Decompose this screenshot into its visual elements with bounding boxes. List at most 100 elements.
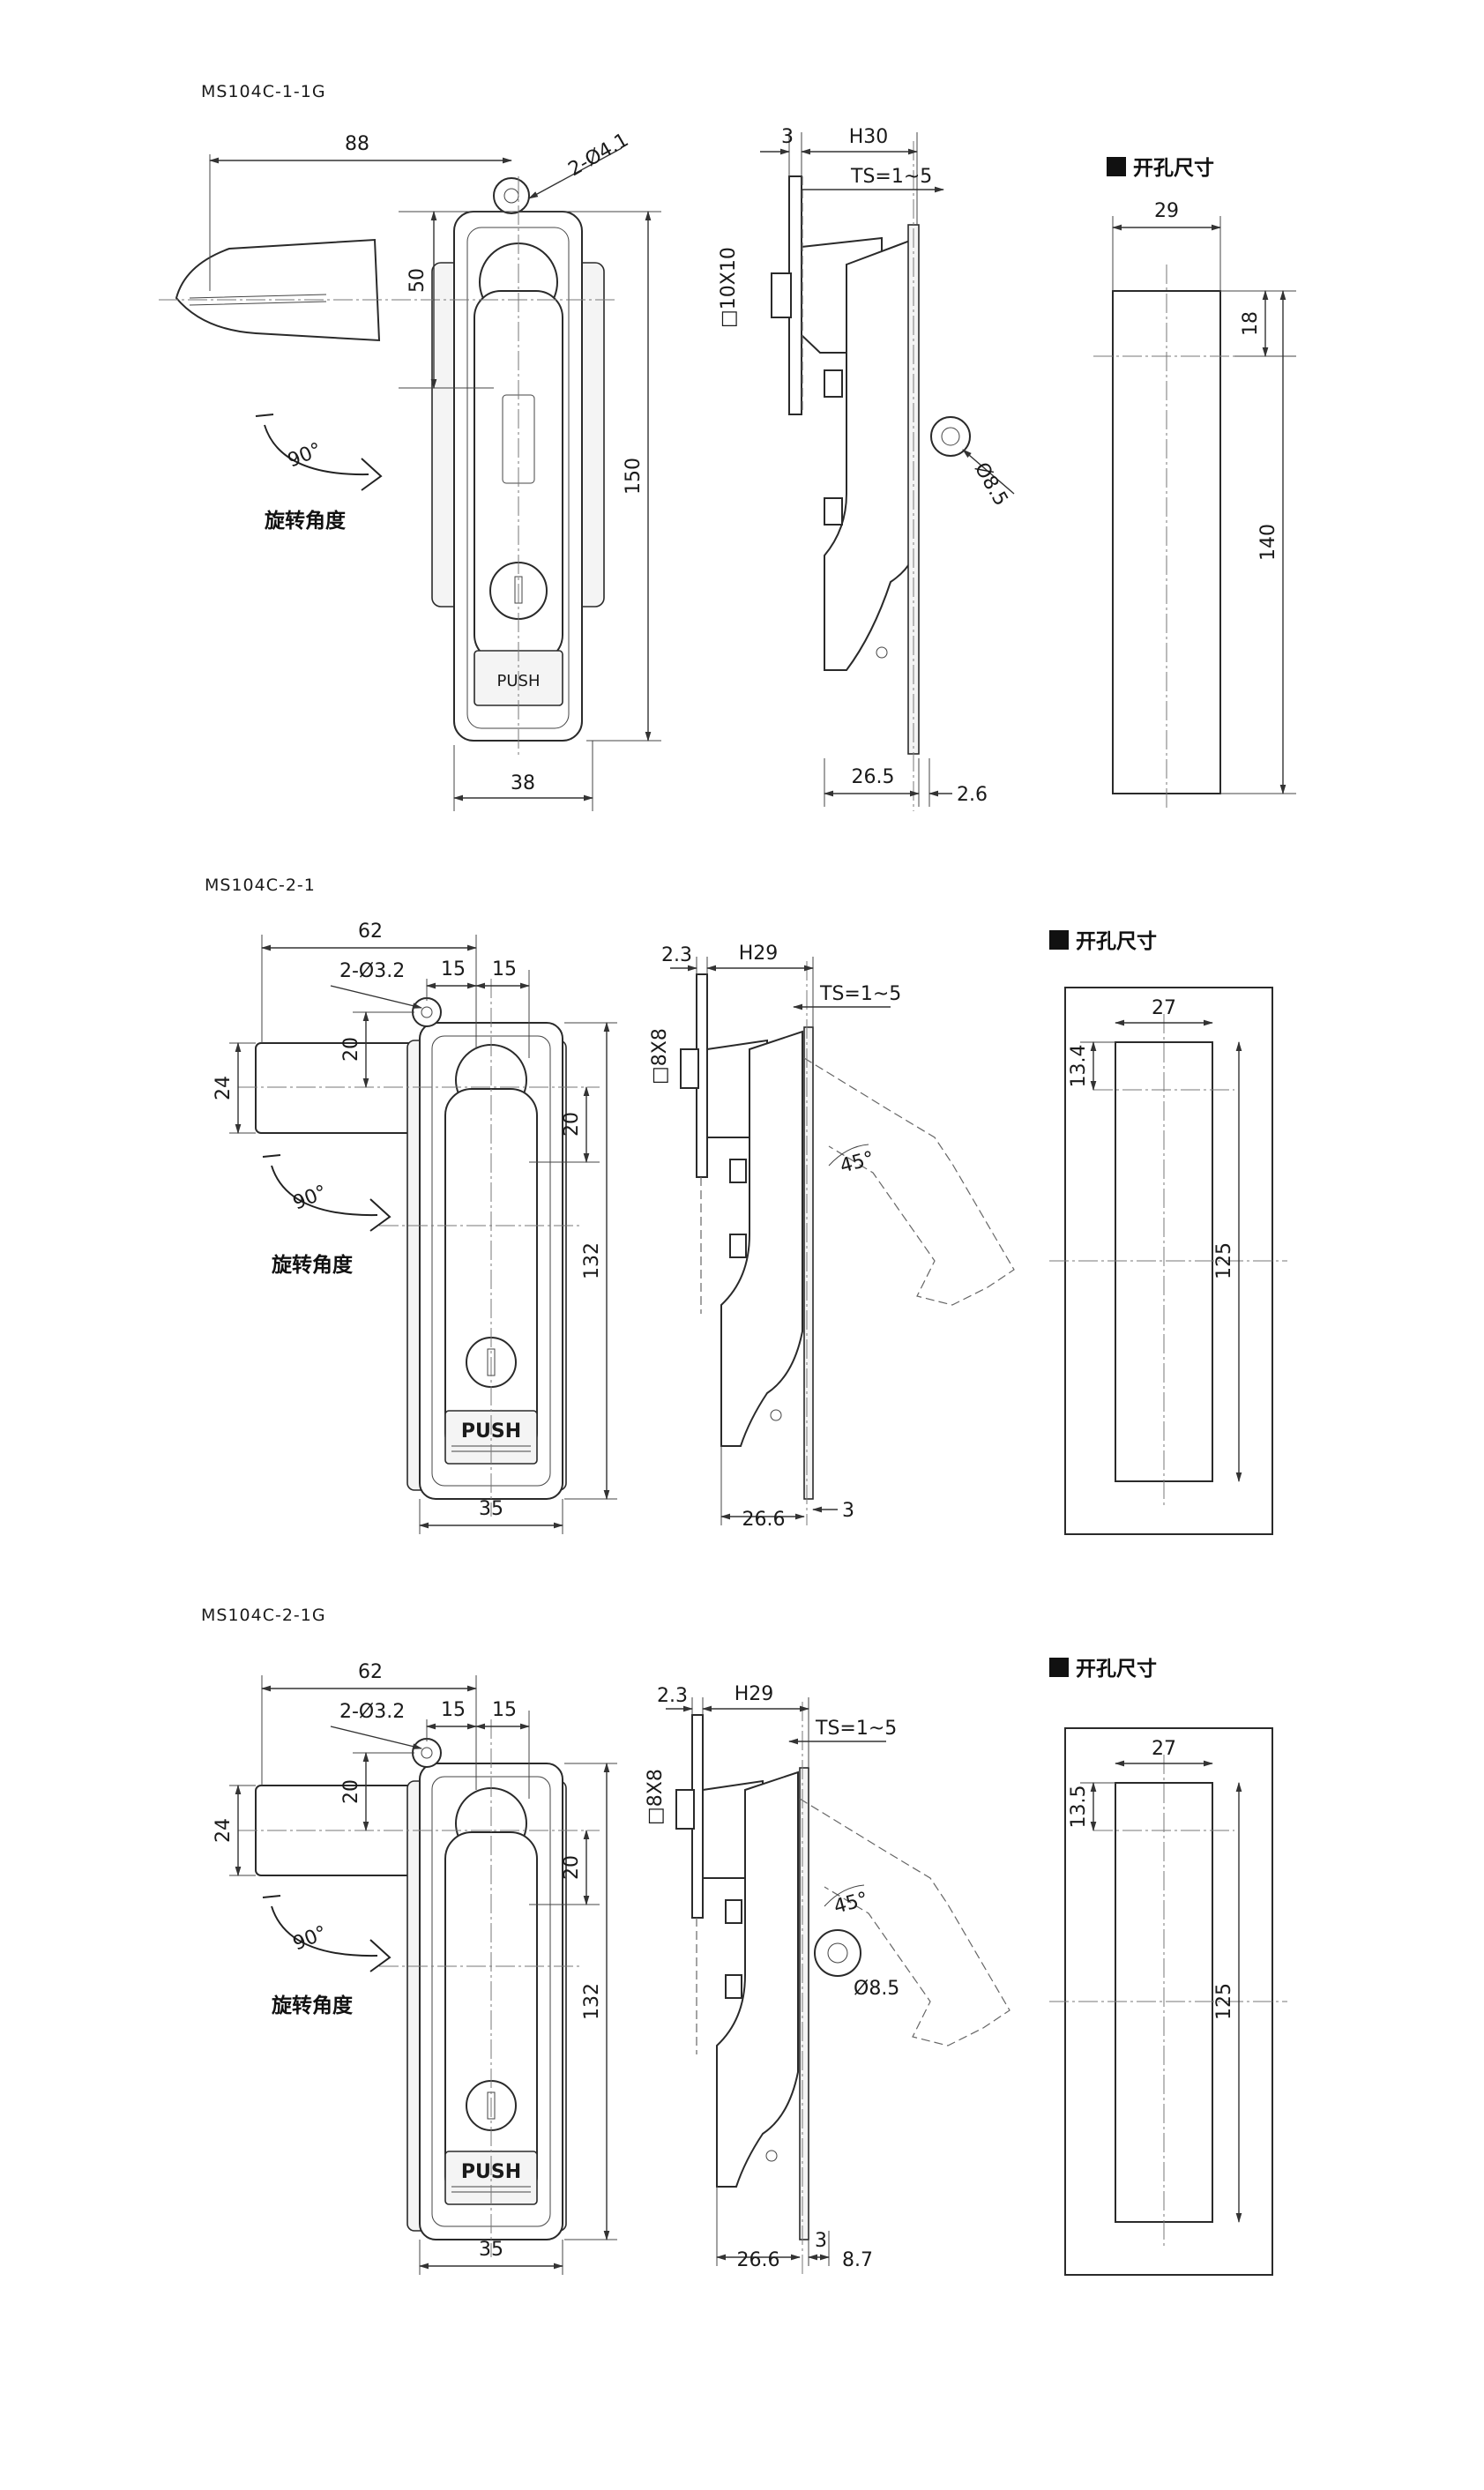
- side-view: 45° 2.3 H29 TS=1~5 □8X8 26.6 3: [649, 943, 1015, 1531]
- rotation-arrow: [271, 1165, 378, 1217]
- dim-15a: 15: [441, 1699, 466, 1721]
- cutout-title: 开孔尺寸: [1133, 157, 1214, 180]
- side-view: 3 H30 TS=1~5 □10X10 Ø8.5 26.5 2.6: [718, 126, 1015, 811]
- cutout-w: 27: [1152, 997, 1176, 1019]
- dim-angle: 45°: [838, 1148, 876, 1178]
- dim-3: 3: [815, 2230, 827, 2252]
- dim-24: 24: [213, 1818, 235, 1843]
- rotation-label: 旋转角度: [272, 1253, 354, 1277]
- dim-26-6: 26.6: [737, 2249, 780, 2271]
- padlock-eye: [814, 1929, 861, 1977]
- lever-slot: [189, 294, 327, 306]
- dim-38: 38: [511, 772, 535, 794]
- fastener-nut: [771, 272, 792, 318]
- cutout-view: 开孔尺寸 27 13.4 125: [1049, 930, 1287, 1535]
- cutout-bullet: [1107, 157, 1126, 176]
- rotation-angle: 90°: [285, 439, 325, 473]
- housing: [720, 1030, 803, 1447]
- padlock-eye: [930, 416, 971, 457]
- dim-15b: 15: [492, 958, 517, 980]
- side-view: 45° Ø8.5 2.3 H29 TS=1~5 □8X8 26.6 3 8.7: [645, 1683, 1010, 2275]
- dim-26-6: 26.6: [742, 1509, 786, 1531]
- cutout-top: 13.4: [1068, 1045, 1090, 1088]
- bezel: [799, 1767, 809, 2240]
- dim-angle: 45°: [831, 1889, 870, 1919]
- dim-holes: 2-Ø4.1: [565, 129, 633, 181]
- dim-square: □8X8: [645, 1769, 667, 1825]
- dim-88: 88: [345, 133, 369, 155]
- dim-62: 62: [358, 921, 383, 943]
- mount-lug: [493, 177, 530, 214]
- lever-arm: [175, 238, 381, 342]
- section-ms104c-2-1g: MS104C-2-1G PUSH 62 2-Ø3.2: [201, 1606, 1287, 2276]
- lever-45deg-ghost: [803, 1057, 1015, 1306]
- cutout-title: 开孔尺寸: [1076, 930, 1157, 953]
- dim-15b: 15: [492, 1699, 517, 1721]
- model-label: MS104C-2-1G: [201, 1606, 326, 1625]
- dim-50: 50: [406, 268, 429, 293]
- lever-45deg-ghost: [799, 1798, 1010, 2046]
- cutout-view: 开孔尺寸 27 13.5 125: [1049, 1658, 1287, 2276]
- dim-20a: 20: [340, 1037, 362, 1062]
- model-label: MS104C-1-1G: [201, 82, 326, 101]
- dim-h30: H30: [849, 126, 889, 148]
- dim-3: 3: [781, 126, 794, 148]
- bezel: [803, 1026, 814, 1500]
- dim-20a: 20: [340, 1779, 362, 1804]
- dim-ts: TS=1~5: [850, 166, 932, 188]
- dim-h29: H29: [735, 1683, 774, 1705]
- dim-2-3: 2.3: [657, 1685, 688, 1707]
- dim-hole: Ø8.5: [854, 1978, 899, 2000]
- dim-20b: 20: [561, 1112, 583, 1137]
- dim-8-7: 8.7: [842, 2249, 873, 2271]
- rotation-label: 旋转角度: [272, 1994, 354, 2017]
- fastener-nut: [680, 1048, 699, 1089]
- dim-ts: TS=1~5: [819, 983, 901, 1005]
- lever-arm: [255, 1042, 424, 1134]
- dim-h29: H29: [739, 943, 779, 965]
- dim-ts: TS=1~5: [815, 1718, 897, 1740]
- front-view: PUSH 62 2-Ø3.2 15 15 20 24: [213, 1661, 617, 2275]
- front-view: PUSH 62 2-Ø3.2 15 15 20 24: [213, 921, 617, 1534]
- dim-2-3: 2.3: [661, 944, 692, 966]
- dim-150: 150: [623, 458, 645, 495]
- dim-holes: 2-Ø3.2: [339, 1701, 405, 1723]
- cutout-h: 125: [1213, 1983, 1235, 2020]
- dim-35: 35: [479, 1498, 503, 1520]
- rotation-arrow: [264, 424, 369, 476]
- cutout-top: 18: [1240, 311, 1262, 336]
- rotation-label: 旋转角度: [265, 509, 347, 533]
- dim-132: 132: [581, 1242, 603, 1279]
- fastener-nut: [675, 1789, 695, 1830]
- dim-3: 3: [842, 1500, 854, 1522]
- cutout-h: 125: [1213, 1242, 1235, 1279]
- dim-hole: Ø8.5: [970, 459, 1012, 511]
- dim-35: 35: [479, 2239, 503, 2261]
- dim-square: □8X8: [649, 1028, 671, 1085]
- dim-26-5: 26.5: [852, 766, 895, 788]
- mount-lug: [412, 1738, 442, 1768]
- cutout-h: 140: [1257, 524, 1279, 561]
- cutout-top: 13.5: [1068, 1785, 1090, 1829]
- cutout-title: 开孔尺寸: [1076, 1658, 1157, 1681]
- dim-15a: 15: [441, 958, 466, 980]
- cutout-bullet: [1049, 1658, 1069, 1677]
- cutout-bullet: [1049, 930, 1069, 950]
- dim-holes: 2-Ø3.2: [339, 960, 405, 982]
- dim-2-6: 2.6: [957, 784, 988, 806]
- front-view: PUSH 88 2-Ø4.1 50 150 38 90° 旋: [159, 129, 661, 811]
- dim-132: 132: [581, 1983, 603, 2020]
- cutout-view: 开孔尺寸 29 18 140: [1093, 157, 1296, 811]
- dim-62: 62: [358, 1661, 383, 1683]
- dim-24: 24: [213, 1076, 235, 1100]
- dim-20b: 20: [561, 1855, 583, 1880]
- cutout-w: 27: [1152, 1738, 1176, 1760]
- cutout-w: 29: [1154, 200, 1179, 222]
- model-label: MS104C-2-1: [205, 876, 316, 895]
- housing: [716, 1771, 799, 2188]
- mount-lug: [412, 997, 442, 1027]
- rotation-arrow: [271, 1905, 378, 1957]
- section-ms104c-2-1: MS104C-2-1 PUSH 62 2-Ø3.2: [205, 876, 1287, 1535]
- section-ms104c-1-1g: MS104C-1-1G PUSH 88: [159, 82, 1296, 811]
